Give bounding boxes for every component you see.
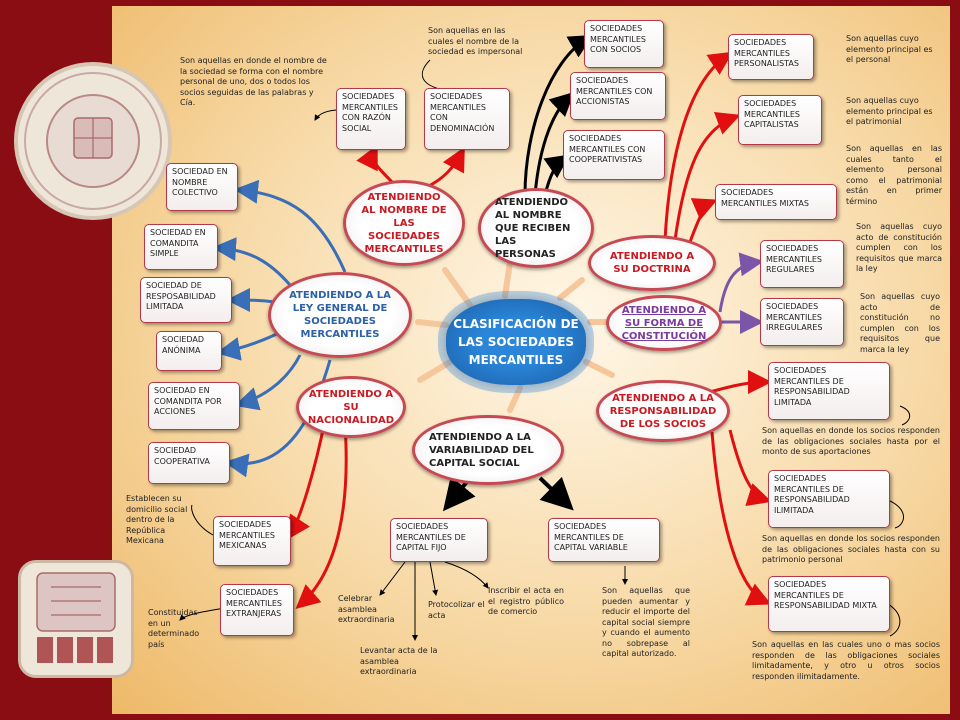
oval-variabilidad-capital: ATENDIENDO A LA VARIABILIDAD DEL CAPITAL… [412, 415, 564, 485]
arrow-to-regulares [718, 252, 764, 313]
box-resp-ilimitada: SOCIEDADES MERCANTILES DE RESPONSABILIDA… [768, 470, 890, 528]
note-ilimitada: Son aquellas en donde los socios respond… [762, 534, 940, 564]
box-anonima: SOCIEDAD ANÓNIMA [156, 331, 222, 371]
box-socios: SOCIEDADES MERCANTILES CON SOCIOS [584, 20, 664, 68]
arrow-to-resp-limitada-ley [226, 288, 276, 313]
arrow-to-mexicanas [286, 419, 327, 540]
note-denominacion: Son aquellas en las cuales el nombre de … [428, 26, 523, 56]
note-protocolizar: Protocolizar el acta [428, 600, 485, 620]
note-link-inscribir [444, 561, 489, 589]
arrow-to-capitalistas [673, 112, 741, 241]
oval-responsabilidad: ATENDIENDO A LA RESPONSABILIDAD DE LOS S… [596, 380, 730, 442]
box-extranjeras: SOCIEDADES MERCANTILES EXTRANJERAS [220, 584, 294, 636]
oval-ley-general: ATENDIENDO A LA LEY GENERAL DE SOCIEDADE… [268, 272, 412, 358]
icea-seal-icon [18, 560, 134, 678]
note-regulares: Son aquellas cuyo acto de constitución c… [856, 222, 942, 273]
box-comandita-simple: SOCIEDAD EN COMANDITA SIMPLE [144, 224, 218, 270]
note-irregulares: Son aquellas cuyo acto de constitución n… [860, 292, 940, 354]
oval-forma-constitucion: ATENDIENDO A SU FORMA DE CONSTITUCIÓN [606, 295, 722, 351]
box-cooperativa: SOCIEDAD COOPERATIVA [148, 442, 230, 484]
box-capital-fijo: SOCIEDADES MERCANTILES DE CAPITAL FIJO [390, 518, 488, 562]
note-levantar: Levantar acta de la asamblea extraordina… [360, 646, 438, 676]
note-link-celebrar [379, 561, 406, 596]
note-celebrar: Celebrar asamblea extraordinaria [338, 594, 395, 624]
box-capitalistas: SOCIEDADES MERCANTILES CAPITALISTAS [738, 95, 822, 145]
note-inscribir: Inscribir el acta en el registro público… [488, 586, 564, 616]
arrow-to-extranjeras [295, 424, 348, 609]
right-frame-bar [950, 0, 960, 720]
note-capitalistas: Son aquellas cuyo elemento principal es … [846, 96, 933, 126]
arrow-to-socios [523, 34, 594, 196]
box-razon-social: SOCIEDADES MERCANTILES CON RAZÓN SOCIAL [336, 88, 406, 150]
note-limitada: Son aquellas en donde los socios respond… [762, 426, 940, 456]
note-capital-variable: Son aquellas que pueden aumentar y reduc… [602, 586, 690, 658]
center-node: CLASIFICACIÓN DE LAS SOCIEDADES MERCANTI… [446, 299, 586, 385]
arrow-to-accionistas [533, 91, 575, 196]
arrow-to-comandita-simple [212, 237, 292, 286]
arrow-to-resp-limitada [709, 370, 772, 395]
box-irregulares: SOCIEDADES MERCANTILES IRREGULARES [760, 298, 844, 346]
university-seal-graphic [24, 72, 162, 210]
note-link-limitada [899, 405, 911, 426]
box-mexicanas: SOCIEDADES MERCANTILES MEXICANAS [213, 516, 291, 566]
box-resp-limitada-ley: SOCIEDAD DE RESPOSABILIDAD LIMITADA [140, 277, 232, 323]
arrow-to-capital-variable [538, 476, 574, 511]
box-accionistas: SOCIEDADES MERCANTILES CON ACCIONISTAS [570, 72, 666, 120]
box-regulares: SOCIEDADES MERCANTILES REGULARES [760, 240, 844, 288]
box-nombre-colectivo: SOCIEDAD EN NOMBRE COLECTIVO [166, 163, 238, 211]
bottom-frame-bar [0, 714, 960, 720]
note-razon-social: Son aquellas en donde el nombre de la so… [180, 56, 327, 107]
box-resp-limitada: SOCIEDADES MERCANTILES DE RESPONSABILIDA… [768, 362, 890, 420]
note-link-ilimitada [887, 499, 904, 529]
oval-nacionalidad: ATENDIENDO A SU NACIONALIDAD [296, 376, 406, 438]
arrow-to-resp-ilimitada [728, 429, 772, 507]
university-seal-icon [14, 62, 172, 220]
icea-seal-graphic [36, 572, 116, 663]
note-mexicanas: Establecen su domicilio social dentro de… [126, 494, 188, 545]
note-mixtas: Son aquellas en las cuales tanto el elem… [846, 144, 942, 206]
note-mixta: Son aquellas en las cuales uno o mas soc… [752, 640, 940, 681]
arrow-to-comandita-acciones [234, 354, 302, 411]
note-link-protocolizar [429, 561, 439, 596]
box-cooperativistas: SOCIEDADES MERCANTILES CON COOPERATIVIST… [563, 130, 665, 180]
note-personalistas: Son aquellas cuyo elemento principal es … [846, 34, 933, 64]
note-link-mexicanas [191, 504, 214, 536]
box-capital-variable: SOCIEDADES MERCANTILES DE CAPITAL VARIAB… [548, 518, 660, 562]
box-resp-mixta: SOCIEDADES MERCANTILES DE RESPONSABILIDA… [768, 576, 890, 632]
box-comandita-acciones: SOCIEDAD EN COMANDITA POR ACCIONES [148, 382, 240, 430]
arrow-to-resp-mixta [710, 431, 772, 606]
oval-doctrina: ATENDIENDO A SU DOCTRINA [588, 235, 716, 291]
box-personalistas: SOCIEDADES MERCANTILES PERSONALISTAS [728, 34, 814, 80]
arrow-to-mixtas [688, 198, 718, 243]
note-link-extranjeras [179, 607, 226, 621]
top-frame-bar [0, 0, 960, 6]
arrow-to-personalistas [663, 51, 734, 241]
box-denominacion: SOCIEDADES MERCANTILES CON DENOMINACIÓN [424, 88, 510, 150]
box-mixtas: SOCIEDADES MERCANTILES MIXTAS [715, 184, 837, 220]
note-link-mixta [887, 603, 901, 637]
note-extranjeras: Constituidas en un determinado país [148, 608, 200, 649]
center-spokes [415, 259, 615, 413]
oval-nombre-sociedad: ATENDIENDO AL NOMBRE DE LAS SOCIEDADES M… [343, 180, 465, 266]
arrow-to-nombre-colectivo [234, 179, 347, 273]
oval-nombre-personas: ATENDIENDO AL NOMBRE QUE RECIBEN LAS PER… [478, 188, 594, 268]
